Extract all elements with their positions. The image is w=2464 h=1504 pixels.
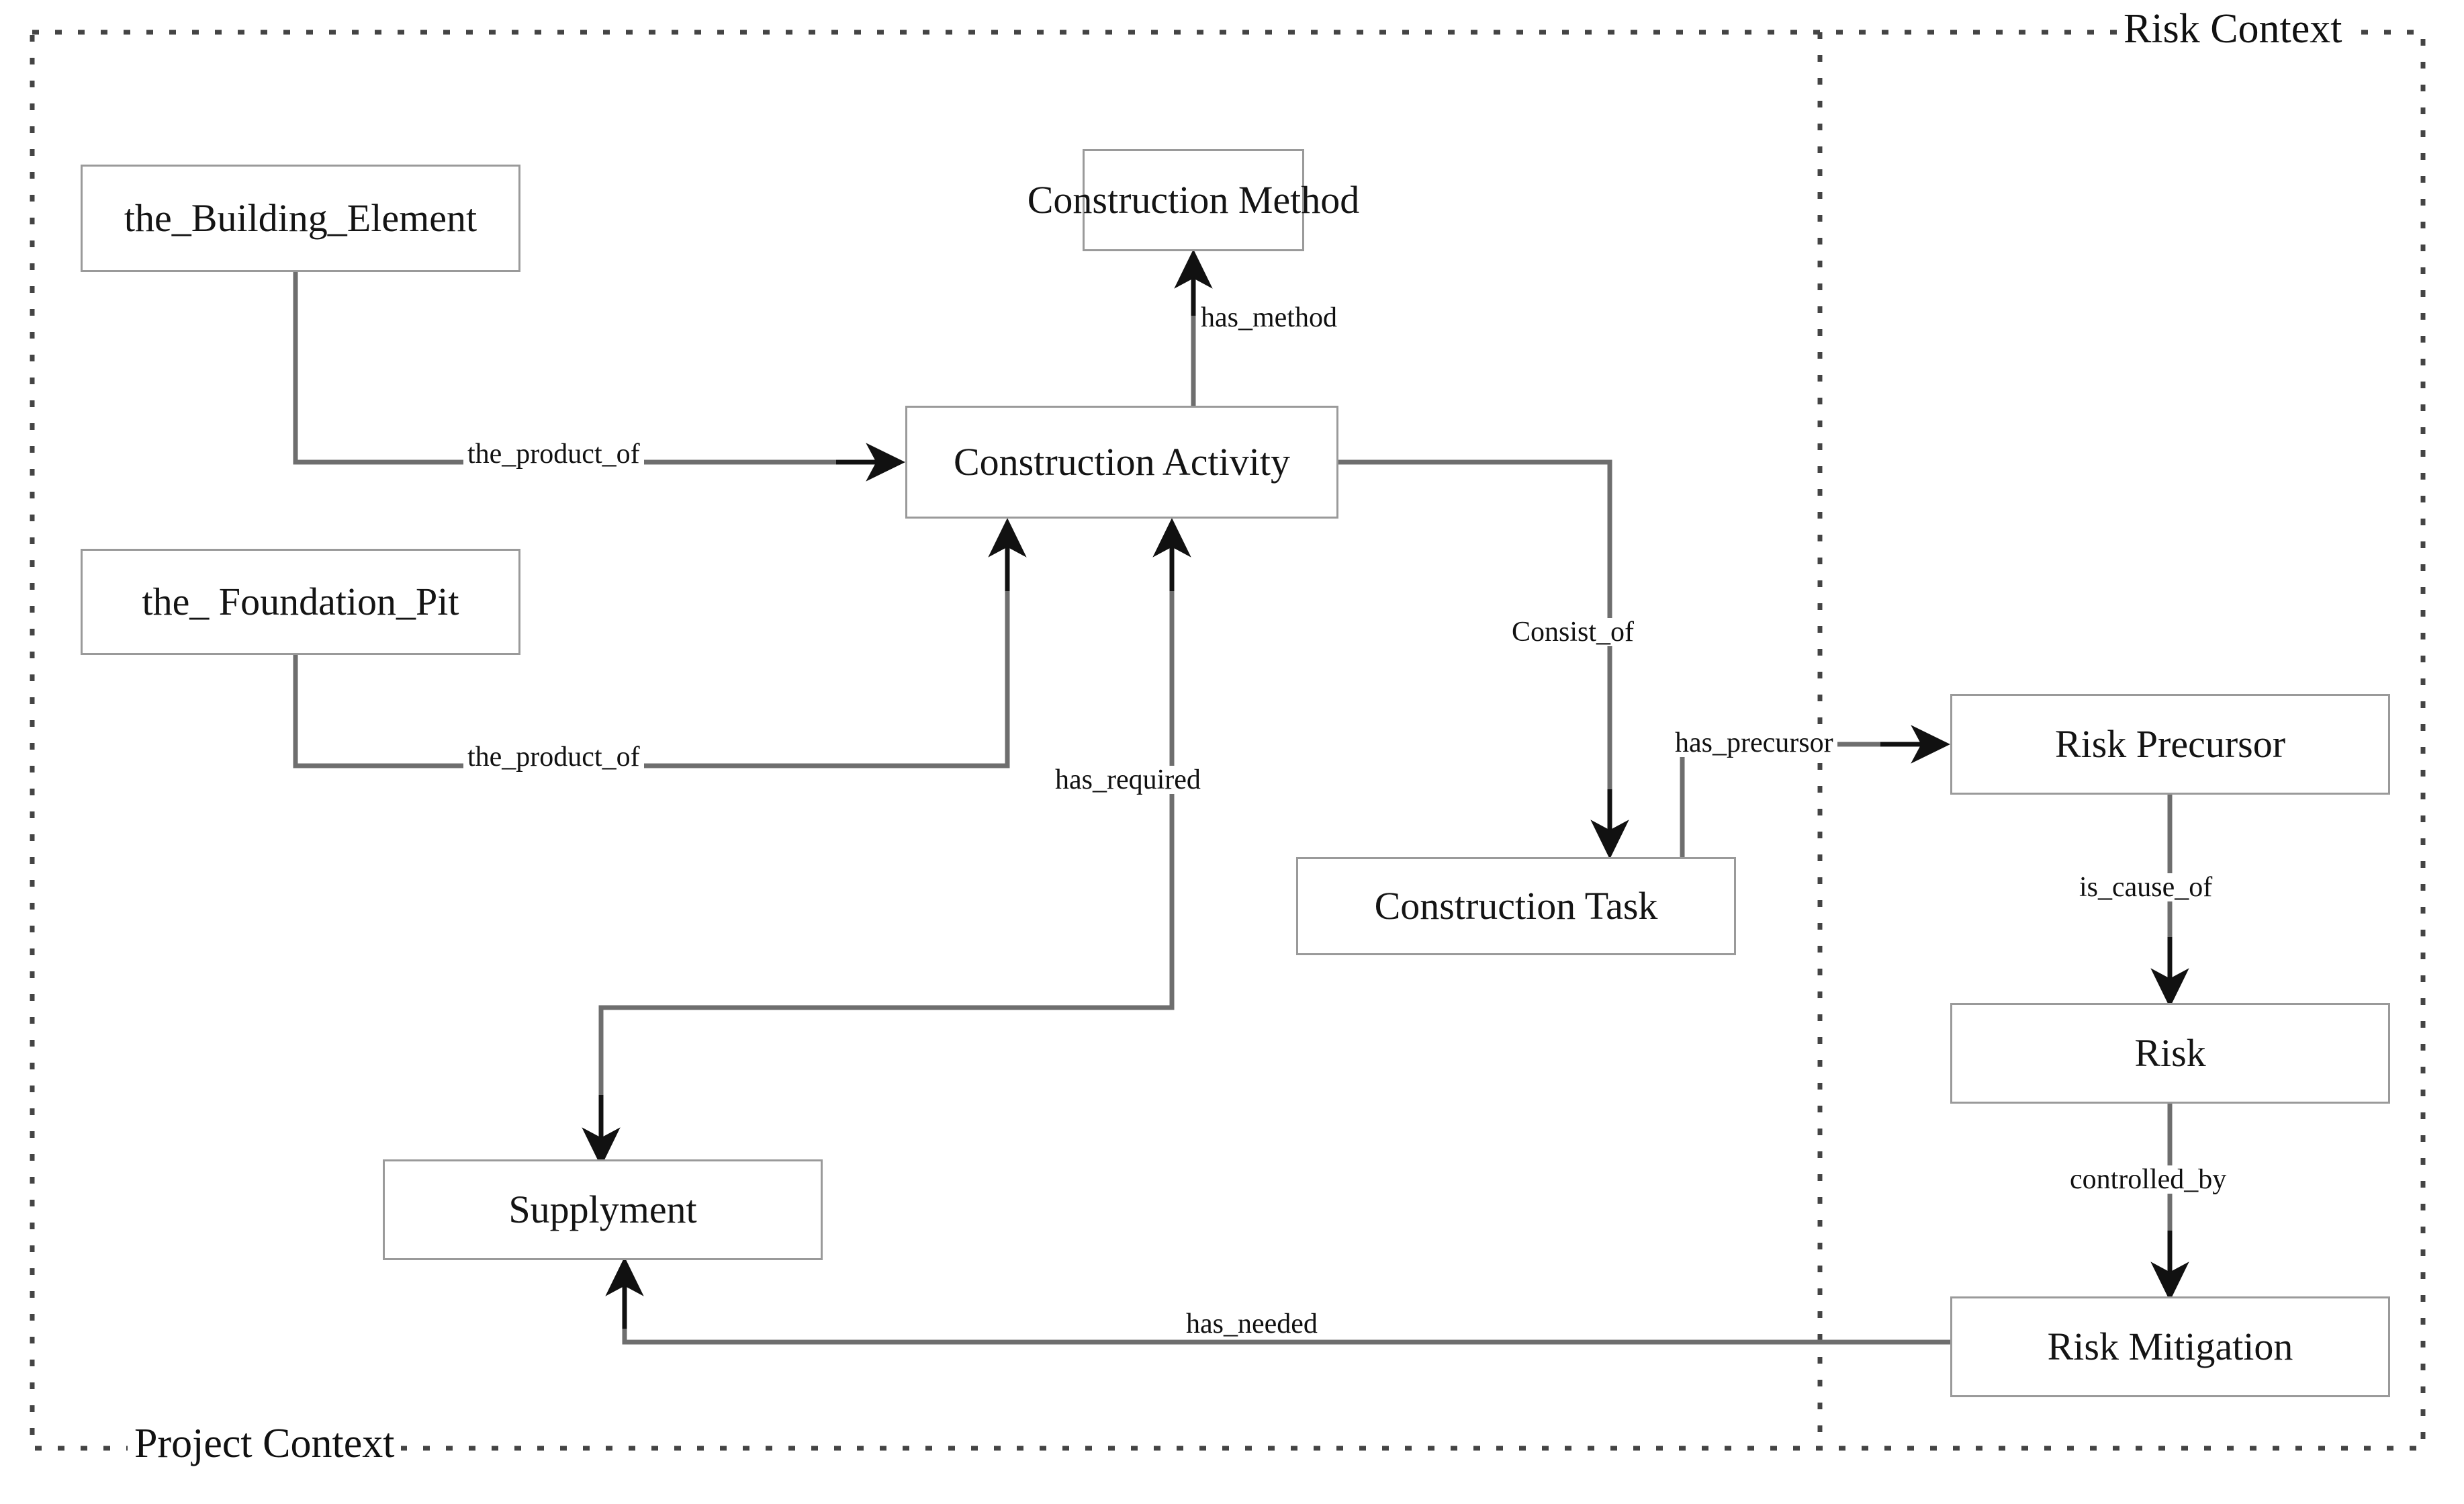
node-construction-activity[interactable]: Construction Activity [905, 406, 1338, 519]
node-label: the_ Foundation_Pit [142, 580, 459, 623]
node-label: Risk [2134, 1031, 2206, 1075]
edge-label-controlled-by: controlled_by [2066, 1165, 2231, 1194]
edge-has-required [582, 518, 1191, 1167]
node-risk-precursor[interactable]: Risk Precursor [1950, 694, 2390, 795]
node-risk[interactable]: Risk [1950, 1003, 2390, 1104]
edge-label-the-product-of-foundation: the_product_of [463, 743, 644, 771]
edge-consist-of [1338, 459, 1629, 859]
node-construction-method[interactable]: Construction Method [1028, 149, 1359, 251]
edge-label-the-product-of-building: the_product_of [463, 440, 644, 468]
node-label: the_Building_Element [124, 196, 477, 240]
edge-has-needed [605, 1257, 1950, 1345]
node-the-foundation-pit[interactable]: the_ Foundation_Pit [81, 549, 520, 655]
edge-the-product-of-building [293, 272, 905, 482]
edge-has-precursor [1680, 725, 1950, 857]
node-label: Construction Task [1374, 884, 1658, 928]
risk-context-label: Risk Context [2117, 8, 2349, 50]
node-the-building-element[interactable]: the_Building_Element [81, 165, 520, 272]
edge-the-product-of-foundation [293, 518, 1027, 768]
project-context-label: Project Context [128, 1423, 402, 1464]
node-label: Construction Activity [953, 440, 1291, 484]
edge-label-is-cause-of: is_cause_of [2075, 873, 2217, 901]
node-label: Supplyment [508, 1188, 697, 1231]
edge-label-has-method: has_method [1197, 304, 1341, 332]
node-label: Construction Method [1027, 178, 1360, 222]
node-construction-task[interactable]: Construction Task [1296, 857, 1736, 955]
node-label: Risk Precursor [2054, 722, 2286, 766]
node-label: Risk Mitigation [2047, 1325, 2293, 1368]
edge-label-has-required: has_required [1051, 766, 1205, 794]
node-supplyment[interactable]: Supplyment [383, 1159, 823, 1260]
node-risk-mitigation[interactable]: Risk Mitigation [1950, 1296, 2390, 1397]
edge-label-consist-of: Consist_of [1508, 618, 1639, 646]
project-context-border [30, 30, 2426, 1451]
edge-label-has-precursor: has_precursor [1671, 729, 1837, 757]
edge-label-has-needed: has_needed [1182, 1310, 1322, 1338]
